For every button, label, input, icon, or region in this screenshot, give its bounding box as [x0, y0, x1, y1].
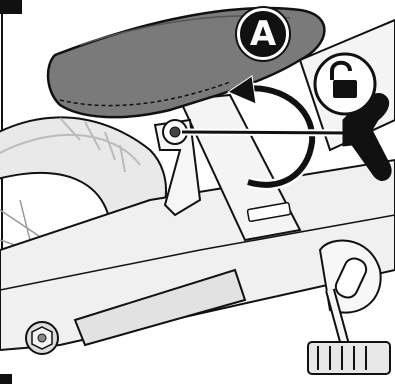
- rear-hub-bolt: [26, 322, 58, 354]
- unlock-padlock-icon: [315, 54, 375, 114]
- step-label: A: [237, 8, 289, 60]
- corner-block-left: [0, 0, 22, 14]
- clamp-bolt: [170, 127, 180, 137]
- corner-block-bottom: [0, 374, 12, 384]
- pedal: [308, 342, 390, 374]
